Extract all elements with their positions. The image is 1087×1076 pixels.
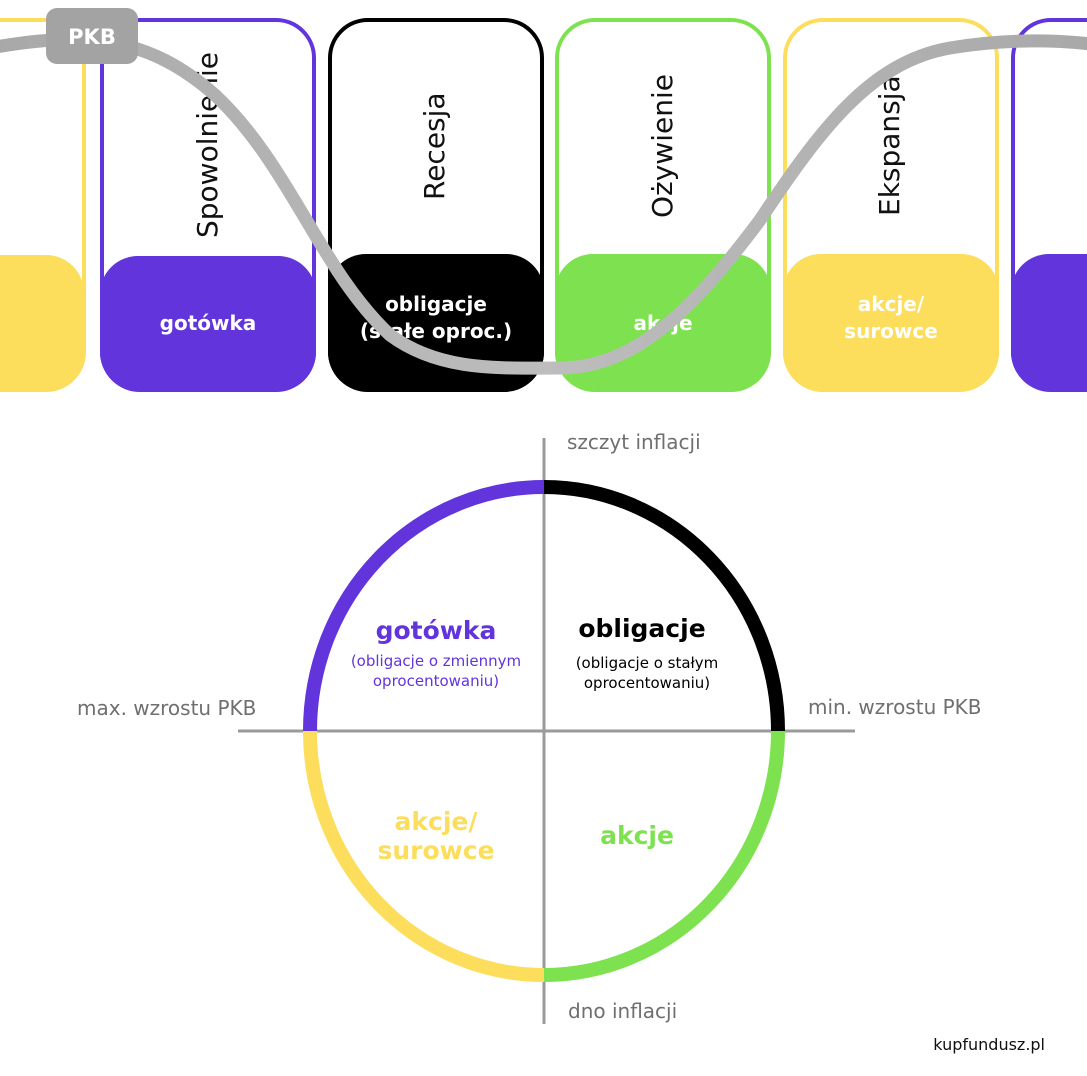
text-line: oprocentowaniu) — [373, 672, 499, 690]
inflation-cycle: szczyt inflacji dno inflacji max. wzrost… — [77, 430, 982, 1024]
phase-card-partial-left — [0, 18, 86, 392]
text-line: akcje/ — [858, 292, 925, 316]
quadrant-title: obligacje — [578, 614, 705, 643]
phase-card-ekspansja: Ekspansja akcje/surowce — [783, 18, 999, 392]
text-line: surowce — [844, 319, 938, 343]
source-credit: kupfundusz.pl — [933, 1035, 1045, 1054]
quadrant-top-left: gotówka (obligacje o zmiennym oprocentowa… — [351, 616, 521, 690]
asset-block — [328, 254, 544, 390]
arc-bottom-right — [543, 730, 785, 982]
text-line: akcje — [600, 821, 674, 850]
quadrant-title: gotówka — [376, 616, 497, 645]
asset-block — [783, 254, 999, 390]
text-line: (obligacje o stałym — [576, 654, 719, 672]
phase-name: Recesja — [418, 92, 451, 200]
arc-bottom-left — [303, 730, 545, 982]
phase-card-recesja: Recesja obligacje(stałe oproc.) — [328, 18, 544, 392]
axis-label-top: szczyt inflacji — [567, 430, 701, 454]
phase-cards: Spowolnienie gotówka Recesja obligacje(s… — [0, 18, 1087, 392]
quadrant-title: akcje/surowce — [377, 807, 494, 865]
axis-label-left: max. wzrostu PKB — [77, 696, 256, 720]
phase-name: Ekspansja — [873, 75, 906, 216]
quadrant-subtitle: (obligacje o stałym oprocentowaniu) — [576, 654, 719, 692]
phase-card-partial-right — [1011, 18, 1087, 392]
pkb-badge: PKB — [46, 8, 138, 64]
arc-top-left — [303, 480, 545, 732]
phase-card-spowolnienie: Spowolnienie gotówka — [100, 18, 316, 392]
asset-label: gotówka — [160, 311, 257, 335]
quadrant-title: akcje — [600, 821, 674, 850]
text-line: obligacje — [385, 292, 487, 316]
gdp-curve: PKB — [0, 8, 1087, 375]
quadrant-top-right: obligacje (obligacje o stałym oprocentowa… — [576, 614, 719, 692]
text-line: surowce — [377, 836, 494, 865]
text-line: (obligacje o zmiennym — [351, 652, 521, 670]
asset-block — [100, 256, 316, 390]
text-line: gotówka — [160, 311, 257, 335]
text-line: oprocentowaniu) — [584, 674, 710, 692]
phase-name: Ożywienie — [646, 74, 679, 218]
text-line: gotówka — [376, 616, 497, 645]
axis-label-right: min. wzrostu PKB — [808, 695, 982, 719]
quadrant-bottom-right: akcje — [600, 821, 674, 850]
quadrant-bottom-left: akcje/surowce — [377, 807, 494, 865]
axis-label-bottom: dno inflacji — [568, 999, 677, 1023]
arc-top-right — [543, 480, 785, 732]
pkb-label: PKB — [68, 25, 116, 49]
gdp-curve-line — [0, 32, 1087, 375]
quadrant-subtitle: (obligacje o zmiennym oprocentowaniu) — [351, 652, 521, 690]
text-line: obligacje — [578, 614, 705, 643]
asset-label: akcje/surowce — [844, 292, 938, 343]
text-line: akcje/ — [395, 807, 479, 836]
